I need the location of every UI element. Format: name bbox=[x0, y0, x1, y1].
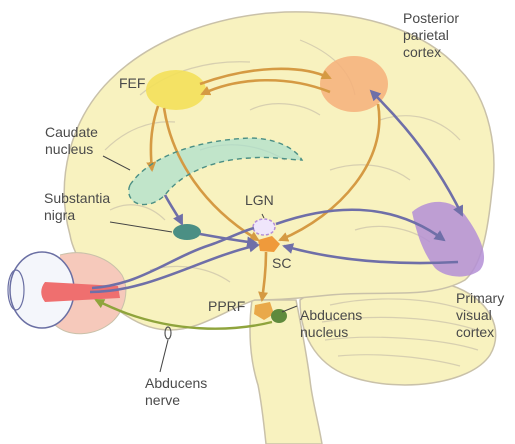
label-fef: FEF bbox=[119, 76, 145, 91]
label-sc: SC bbox=[272, 256, 291, 271]
label-caudate-nucleus: Caudate nucleus bbox=[45, 124, 98, 158]
label-substantia-nigra: Substantia nigra bbox=[44, 190, 110, 224]
fef-region bbox=[146, 70, 206, 110]
label-lgn: LGN bbox=[245, 193, 274, 208]
label-pprf: PPRF bbox=[208, 299, 245, 314]
label-primary-visual-cortex: Primary visual cortex bbox=[456, 290, 504, 341]
eye bbox=[8, 252, 126, 334]
posterior-parietal-region bbox=[320, 56, 388, 112]
label-abducens-nerve: Abducens nerve bbox=[145, 375, 207, 409]
substantia-nigra bbox=[173, 224, 201, 240]
label-posterior-parietal-cortex: Posterior parietal cortex bbox=[403, 10, 459, 61]
lgn-nucleus bbox=[253, 219, 275, 235]
label-abducens-nucleus: Abducens nucleus bbox=[300, 307, 362, 341]
